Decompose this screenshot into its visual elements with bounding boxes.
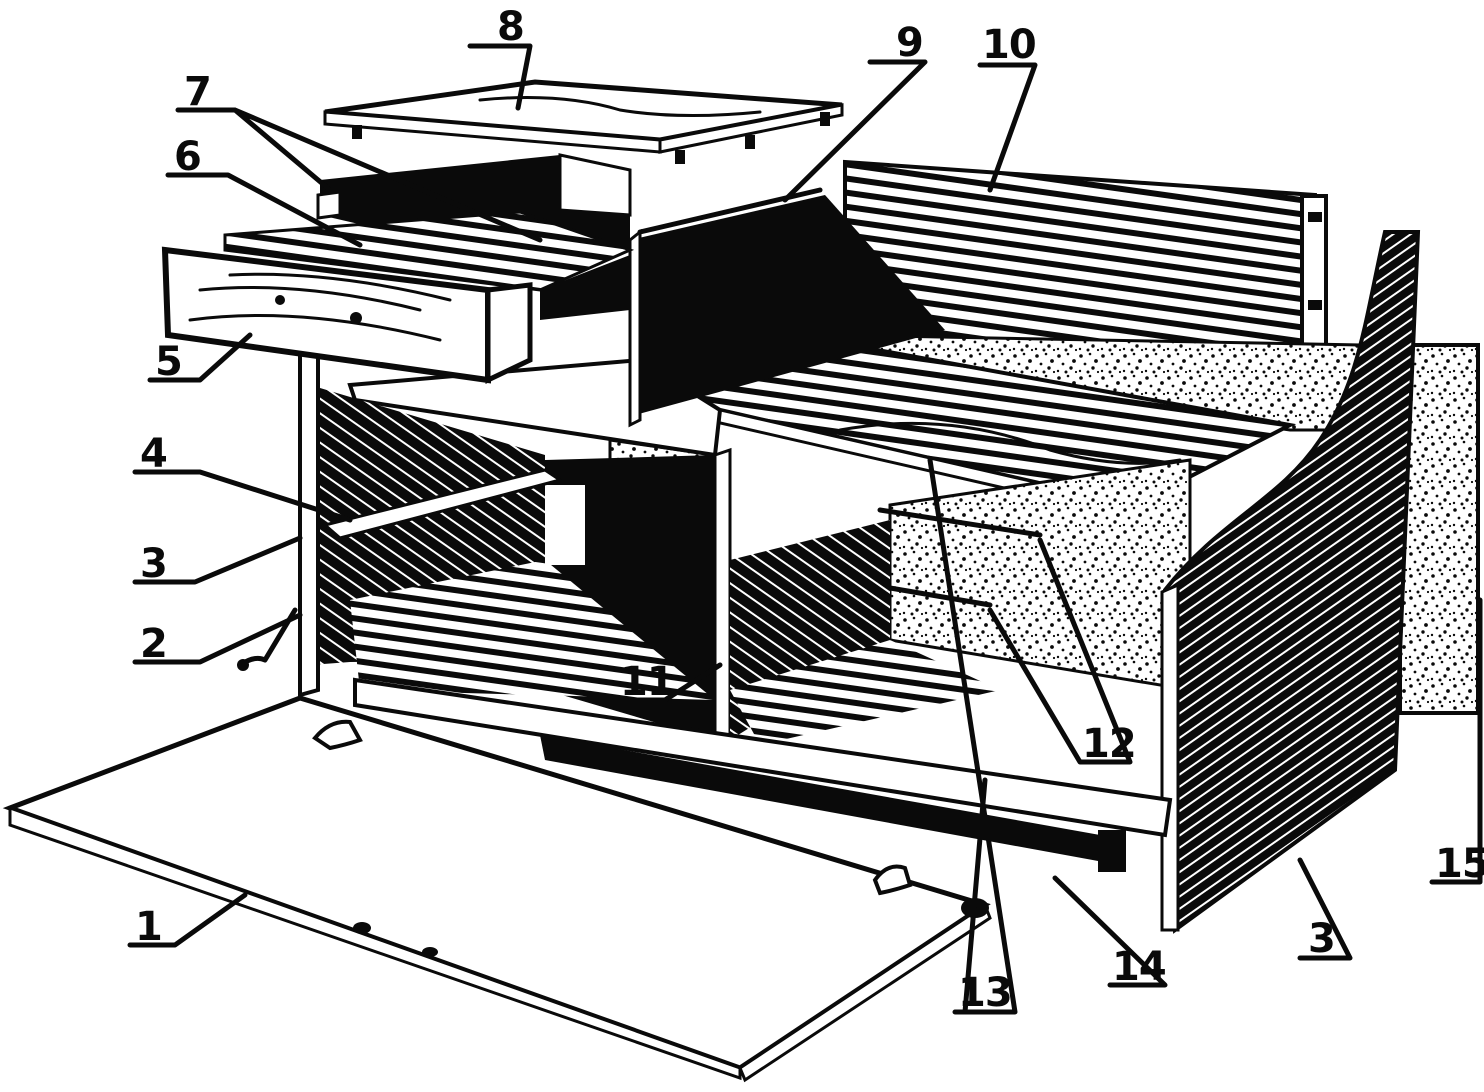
flap-door xyxy=(2,695,992,1083)
label-7: 7 xyxy=(184,69,211,115)
label-12: 12 xyxy=(1082,721,1136,767)
labels: 1 2 3 4 5 6 7 8 9 10 11 12 13 14 15 3 xyxy=(135,4,1484,1016)
label-5: 5 xyxy=(155,339,182,385)
label-15: 15 xyxy=(1435,841,1484,887)
label-1: 1 xyxy=(135,904,162,950)
leader-lines xyxy=(127,43,1483,1015)
label-8: 8 xyxy=(497,4,524,50)
side-panel-left xyxy=(298,347,320,698)
label-13: 13 xyxy=(958,970,1012,1016)
vertical-partition xyxy=(628,187,945,428)
label-9: 9 xyxy=(896,20,923,66)
left-shelf xyxy=(321,468,564,540)
label-10: 10 xyxy=(982,22,1036,68)
left-compartment xyxy=(310,385,715,740)
label-3-left: 3 xyxy=(140,541,167,587)
middle-partition xyxy=(713,447,1000,745)
label-4: 4 xyxy=(140,431,167,477)
label-2: 2 xyxy=(140,621,167,667)
label-11: 11 xyxy=(620,659,674,705)
label-6: 6 xyxy=(174,134,201,180)
front-base-rail xyxy=(353,677,1173,872)
label-14: 14 xyxy=(1112,944,1166,990)
drawer-front xyxy=(161,246,533,384)
latch xyxy=(237,607,298,671)
cabinet-top-shelf xyxy=(347,357,723,458)
drawer-top-board xyxy=(323,79,844,164)
side-panel-right xyxy=(1160,230,1421,934)
label-3-right: 3 xyxy=(1308,916,1335,962)
